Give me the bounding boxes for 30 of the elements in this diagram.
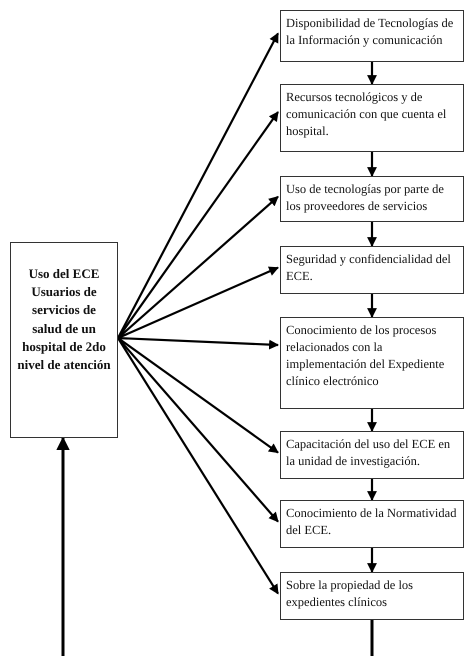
arrow — [367, 479, 377, 501]
factor-box — [280, 572, 464, 620]
arrow — [367, 294, 377, 318]
box-text: Conocimiento de los procesos relacionados con la implementación del Expediente clínico electrónico — [286, 322, 446, 390]
factor-box — [280, 431, 464, 479]
box-text: Seguridad y confidencialidad del ECE. — [286, 251, 452, 285]
arrow — [367, 222, 377, 247]
box-text: Capacitación del uso del ECE en la unidad de investigación. — [286, 436, 452, 470]
box-text: Sobre la propiedad de los expedientes clínicos — [286, 577, 414, 611]
arrow — [118, 336, 279, 350]
arrow — [118, 266, 279, 340]
factor-box — [280, 246, 464, 294]
main-box — [10, 242, 118, 438]
factor-box — [280, 84, 464, 152]
factor-box — [280, 500, 464, 548]
arrow — [117, 337, 279, 454]
factor-box — [280, 10, 464, 62]
box-text: Recursos tecnológicos y de comunicación con que cuenta el hospital. — [286, 89, 448, 140]
factor-box — [280, 317, 464, 409]
box-text: Disponibilidad de Tecnologías de la Información y comunicación — [286, 15, 454, 49]
connector-line — [370, 620, 374, 656]
factor-box — [280, 176, 464, 222]
box-text: Conocimiento de la Normatividad del ECE. — [286, 505, 458, 539]
arrow — [367, 548, 377, 573]
arrow — [367, 62, 377, 85]
arrow — [367, 409, 377, 432]
arrow — [367, 152, 377, 177]
box-text: Uso del ECE Usuarios de servicios de salud de un hospital de 2do nivel de atención — [17, 265, 111, 374]
box-text: Uso de tecnologías por parte de los proveedores de servicios — [286, 181, 445, 215]
arrow — [56, 436, 70, 656]
